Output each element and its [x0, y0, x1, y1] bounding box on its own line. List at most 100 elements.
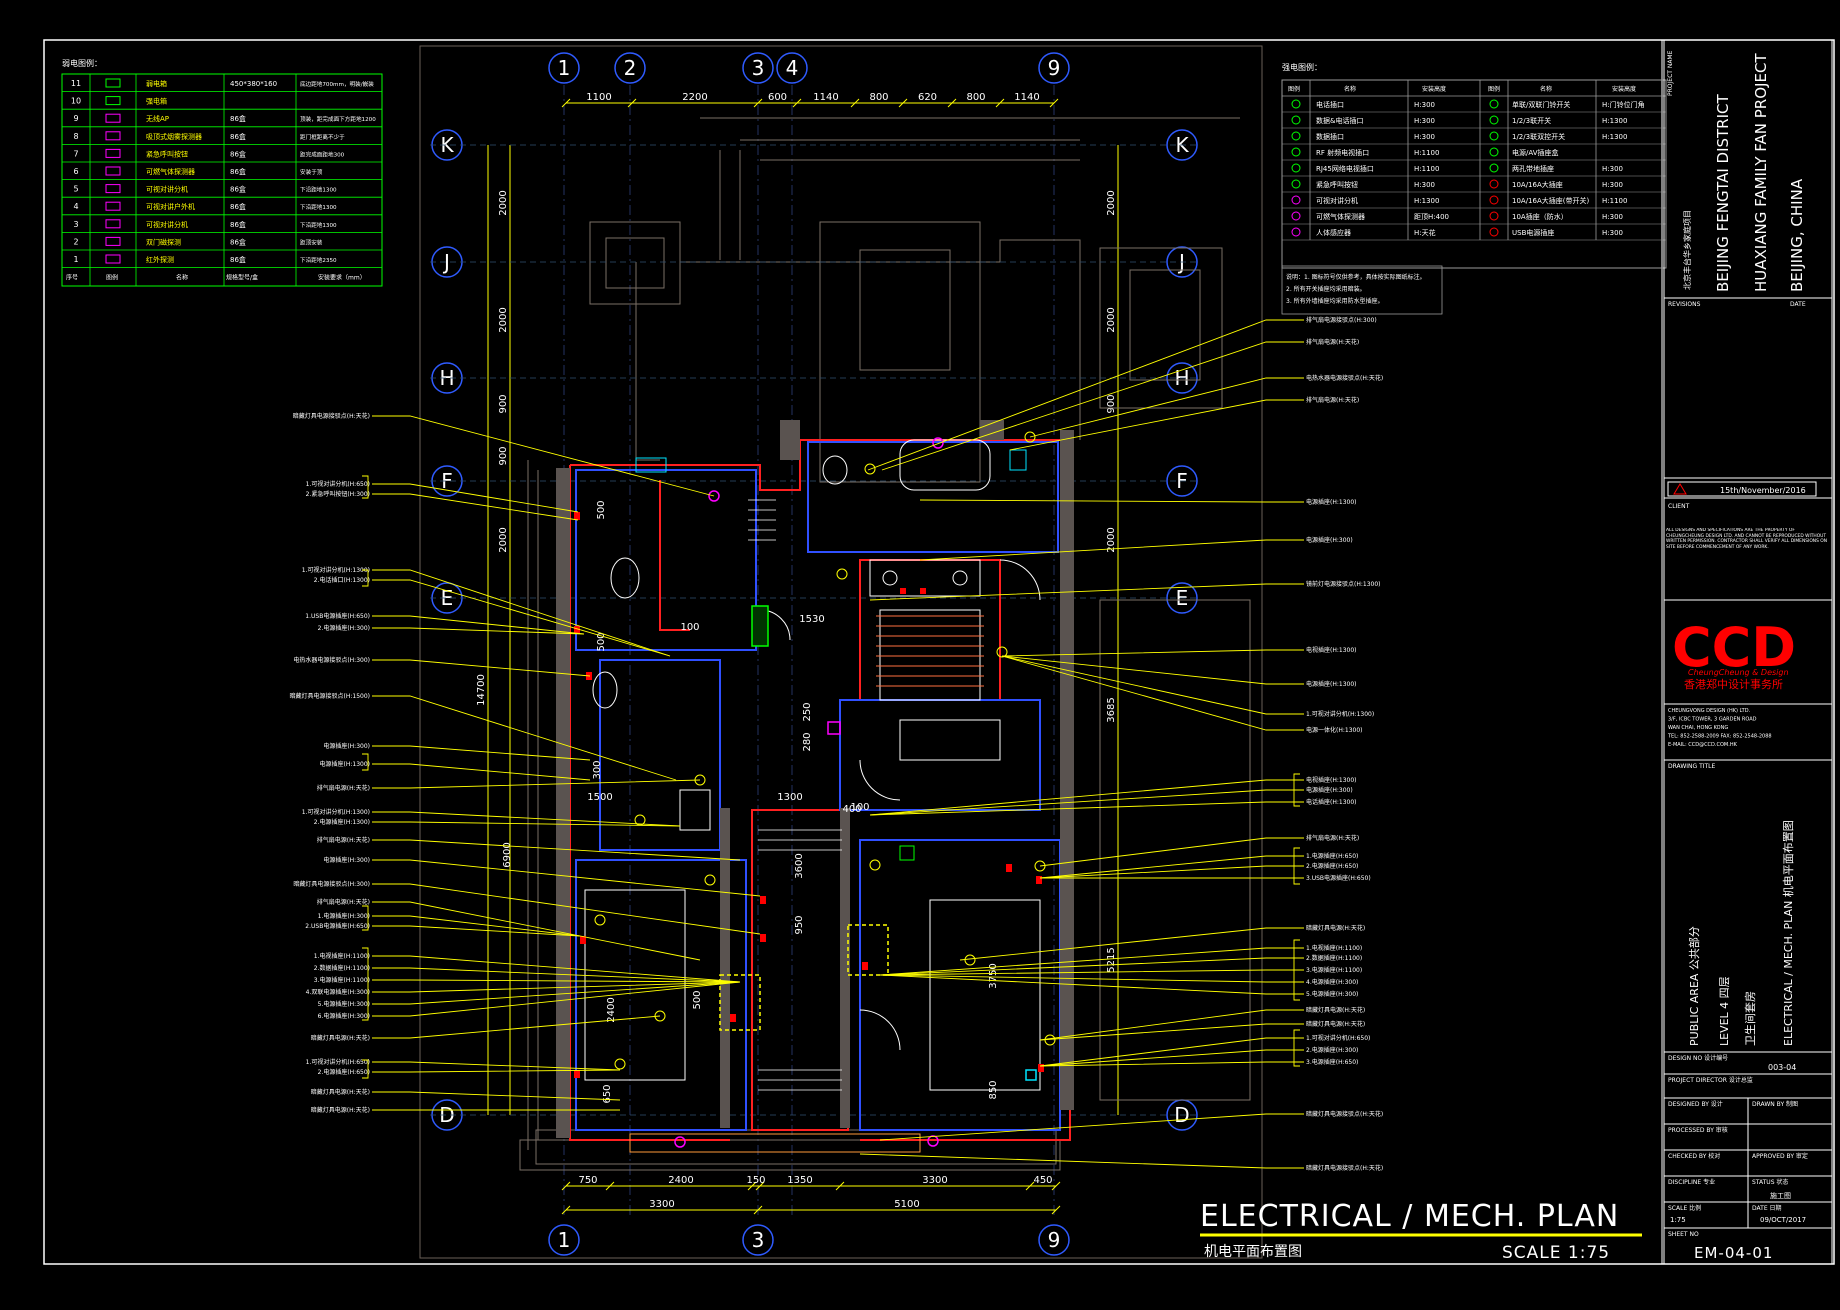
callout-right-label: 2.电源插座(H:300)	[1306, 1046, 1358, 1054]
ccd-logo-cn: 香港郑中设计事务所	[1684, 677, 1783, 691]
legend-right-name: RF 射频电视插口	[1316, 148, 1369, 157]
callout-left-label: 电源插座(H:1300)	[320, 760, 371, 768]
dim-bottom: 1350	[787, 1175, 812, 1186]
legend-right-icon	[1291, 131, 1301, 141]
drawn-by-label: DRAWN BY 制图	[1752, 1100, 1798, 1108]
grid-bubble-top	[1038, 52, 1070, 84]
callout-right-label: 暗藏灯具电源(H:天花)	[1306, 924, 1365, 932]
dim-right: 3685	[1106, 697, 1117, 722]
callout-left-label: 1.电源插座(H:300)	[318, 912, 370, 920]
sheet-no-label: SHEET NO	[1668, 1231, 1699, 1238]
legend-symbol-icon	[105, 96, 121, 106]
processed-by-label: PROCESSED BY 审核	[1668, 1126, 1728, 1134]
project-name-label: PROJECT NAME	[1667, 50, 1674, 96]
status-value: 施工图	[1770, 1191, 1791, 1200]
legend-left-remark: 底边距地700mm，明装/嵌装	[300, 80, 374, 88]
legend-right-name: 紧急呼叫按钮	[1316, 180, 1358, 189]
dim-left: 14700	[476, 674, 487, 706]
callout-right-label: 3.USB电源插座(H:650)	[1306, 874, 1371, 882]
grid-bubble-bottom	[1038, 1224, 1070, 1256]
dim-top: 2200	[682, 92, 707, 103]
drawing-number: EM-04-01	[1694, 1244, 1773, 1262]
legend-right-header: 安装高度	[1422, 85, 1446, 93]
grid-col-label: 4	[786, 56, 799, 80]
grid-bubble-row	[1166, 362, 1198, 394]
legend-right-icon-b	[1489, 147, 1499, 157]
legend-symbol-icon	[105, 184, 121, 194]
legend-right-icon-b	[1489, 211, 1499, 221]
legend-left-no: 8	[73, 132, 78, 141]
legend-right-icon-b	[1489, 115, 1499, 125]
callout-left-label: 1.可视对讲分机(H:650)	[306, 1058, 370, 1066]
legend-right-name-b: 10A/16A大插座(带开关)	[1512, 196, 1589, 205]
callout-left-label: 2.USB电源插座(H:650)	[305, 922, 370, 930]
drawing-scale: SCALE 1:75	[1502, 1243, 1610, 1263]
drawing-area	[419, 45, 1263, 1259]
legend-right-height: H:天花	[1414, 228, 1436, 237]
approved-by-label: APPROVED BY 审定	[1752, 1152, 1808, 1160]
callout-left-label: 2.电话插口(H:1300)	[314, 576, 370, 584]
legend-left-footer: 序号	[66, 274, 78, 282]
legend-right-height: H:300	[1414, 181, 1435, 189]
callout-right-label: 1.电视插座(H:1100)	[1306, 944, 1362, 952]
legend-right-height: H:1100	[1414, 165, 1439, 173]
legend-left-remark: 安装于顶	[300, 168, 323, 176]
dim-room: 100	[680, 622, 699, 633]
legend-left-no: 5	[73, 185, 78, 194]
dim-bottom: 2400	[668, 1175, 693, 1186]
dim-left: 2000	[498, 527, 509, 552]
dim-room: 500	[596, 632, 607, 651]
grid-col-label: 2	[624, 56, 637, 80]
grid-bubble-top	[742, 52, 774, 84]
legend-left-model: 86盒	[230, 202, 246, 211]
legend-left-remark: 下沿距地1300	[300, 203, 337, 211]
drawing-title-line-1: PUBLIC AREA 公共部分	[1687, 926, 1701, 1046]
scale-value: 1:75	[1670, 1216, 1686, 1224]
legend-right-name: 人体感应器	[1316, 228, 1351, 237]
legend-left-no: 11	[71, 79, 81, 88]
legend-left-footer: 规格型号/盒	[226, 274, 258, 282]
legend-right-icon	[1291, 163, 1301, 173]
callout-right-label: 排气扇电源(H:天花)	[1306, 338, 1359, 346]
dim-right: 5215	[1106, 947, 1117, 972]
legend-left-name: 可视对讲分机	[146, 220, 188, 229]
dim-room: 100	[850, 802, 869, 813]
legend-right-height: H:1300	[1414, 197, 1439, 205]
sheet-border	[43, 39, 1835, 1265]
floor-plan: 5005001001530250280400300690036009502400…	[430, 117, 1251, 1171]
dim-right: 2000	[1106, 527, 1117, 552]
ccd-logo-sub: CheungCheung & Design	[1688, 668, 1789, 677]
callout-left-label: 电源插座(H:300)	[323, 856, 370, 864]
legend-left-name: 吸顶式烟雾探测器	[146, 132, 202, 141]
legend-right-name-b: 单联/双联门铃开关	[1512, 100, 1570, 109]
title-block: PROJECT NAME 北京丰台华乡家庭项目 BEIJING FENGTAI …	[1663, 39, 1833, 1265]
callout-left-label: 5.电源插座(H:300)	[318, 1000, 370, 1008]
callout-right-label: 排气扇电源接驳点(H:300)	[1306, 316, 1377, 324]
drawing-title-cn: 机电平面布置图	[1204, 1244, 1302, 1260]
drawing-title-en: ELECTRICAL / MECH. PLAN	[1200, 1199, 1619, 1234]
grid-row-label: D	[439, 1103, 454, 1127]
legend-left-title: 弱电图例：	[62, 58, 102, 68]
dim-room: 250	[802, 702, 813, 721]
grid-row-label: F	[441, 469, 453, 493]
callout-left-label: 6.电源插座(H:300)	[318, 1012, 370, 1020]
legend-right-icon	[1291, 115, 1301, 125]
legend-right-icon-b	[1489, 195, 1499, 205]
grid-bubble-bottom	[548, 1224, 580, 1256]
legend-left-name: 无线AP	[146, 114, 169, 123]
grid-col-label-bottom: 9	[1048, 1228, 1061, 1252]
callout-right-label: 电视插座(H:1300)	[1306, 776, 1357, 784]
legend-left-name: 强电箱	[146, 97, 167, 106]
callout-right-label: 暗藏灯具电源接驳点(H:天花)	[1306, 1110, 1383, 1118]
callout-left-label: 暗藏灯具电源接驳点(H:300)	[293, 880, 370, 888]
legend-right-height-b: H:门铃位门角	[1602, 100, 1645, 109]
company-line: 3/F, ICBC TOWER, 3 GARDEN ROAD	[1668, 717, 1757, 723]
callout-right-label: 2.电源插座(H:650)	[1306, 862, 1358, 870]
callout-right-label: 电源插座(H:300)	[1306, 786, 1353, 794]
callout-right-label: 3.电源插座(H:650)	[1306, 1058, 1358, 1066]
legend-right-icon	[1291, 195, 1301, 205]
legend-right-title: 强电图例：	[1282, 62, 1322, 72]
legend-left-name: 双门磁探测	[146, 237, 181, 246]
legend-symbol-icon	[105, 113, 121, 123]
